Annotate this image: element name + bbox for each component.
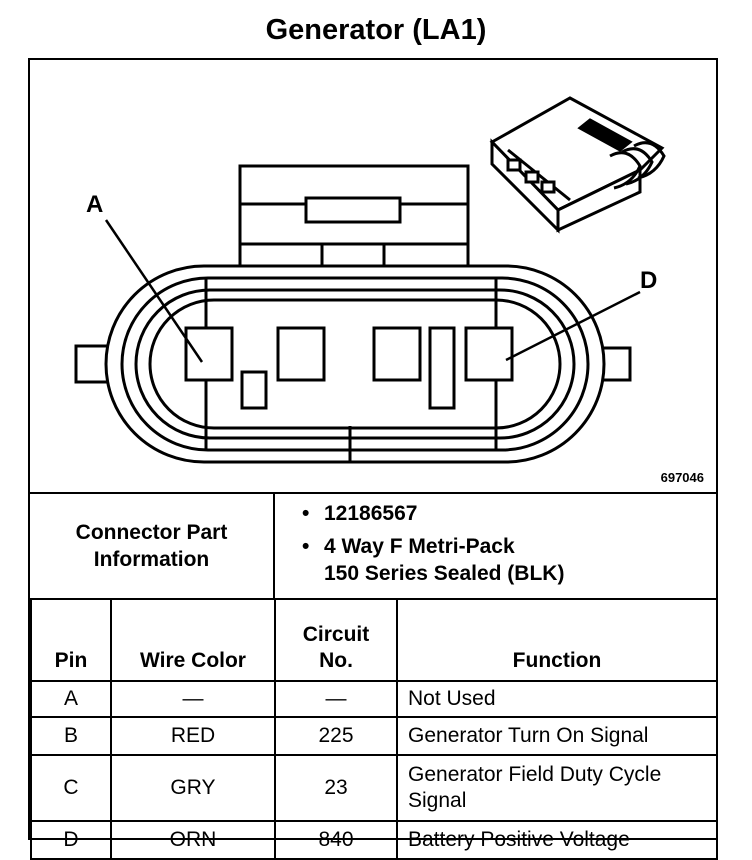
connector-latch <box>238 164 470 268</box>
connector-thumbnail <box>489 96 666 234</box>
pin-table: Pin Wire Color Circuit No. Function A — … <box>30 598 718 860</box>
wire-cell: — <box>110 680 276 718</box>
figure-id: 697046 <box>660 470 704 485</box>
connector-info: Connector Part Information 12186567 4 Wa… <box>30 492 716 598</box>
table-row: C GRY 23 Generator Field Duty Cycle Sign… <box>30 754 718 822</box>
connector-type: 4 Way F Metri-Pack 150 Series Sealed (BL… <box>276 533 706 587</box>
connector-frame: A D 697046 Connector Part Information 12… <box>28 58 718 860</box>
circuit-cell: 840 <box>274 820 398 860</box>
pin-cell: D <box>30 820 112 860</box>
connector-housing <box>104 264 606 464</box>
pin-cell: C <box>30 754 112 822</box>
pin-cell: B <box>30 716 112 756</box>
callout-d-label: D <box>640 267 657 294</box>
callout-lines <box>104 219 641 363</box>
circuit-cell: 23 <box>274 754 398 822</box>
connector-diagram: A D <box>74 96 666 464</box>
header-wire-color: Wire Color <box>110 598 276 682</box>
connector-info-label-cell: Connector Part Information <box>30 494 275 598</box>
cavity-c <box>372 326 422 382</box>
wire-cell: ORN <box>110 820 276 860</box>
function-cell: Generator Field Duty Cycle Signal <box>396 754 718 822</box>
header-function: Function <box>396 598 718 682</box>
table-row: D ORN 840 Battery Positive Voltage <box>30 820 718 860</box>
function-cell: Generator Turn On Signal <box>396 716 718 756</box>
function-cell: Battery Positive Voltage <box>396 820 718 860</box>
wire-cell: RED <box>110 716 276 756</box>
connector-info-details: 12186567 4 Way F Metri-Pack 150 Series S… <box>276 500 706 593</box>
cavity-d <box>464 326 514 382</box>
circuit-cell: — <box>274 680 398 718</box>
table-row: A — — Not Used <box>30 680 718 718</box>
wire-cell: GRY <box>110 754 276 822</box>
pin-cavities <box>184 326 514 410</box>
part-number: 12186567 <box>276 500 706 527</box>
page-title: Generator (LA1) <box>265 14 487 46</box>
cavity-b <box>276 326 326 382</box>
left-tab <box>74 344 112 384</box>
circuit-cell: 225 <box>274 716 398 756</box>
header-circuit-no: Circuit No. <box>274 598 398 682</box>
pin-table-header: Pin Wire Color Circuit No. Function <box>30 598 718 682</box>
cavity-a <box>184 326 234 382</box>
table-row: B RED 225 Generator Turn On Signal <box>30 716 718 756</box>
header-pin: Pin <box>30 598 112 682</box>
connector-type-line-2: 150 Series Sealed (BLK) <box>324 562 565 585</box>
connector-type-line-1: 4 Way F Metri-Pack <box>324 535 515 558</box>
callout-a-label: A <box>86 191 103 218</box>
function-cell: Not Used <box>396 680 718 718</box>
pin-cell: A <box>30 680 112 718</box>
connector-info-label: Connector Part Information <box>75 521 228 571</box>
